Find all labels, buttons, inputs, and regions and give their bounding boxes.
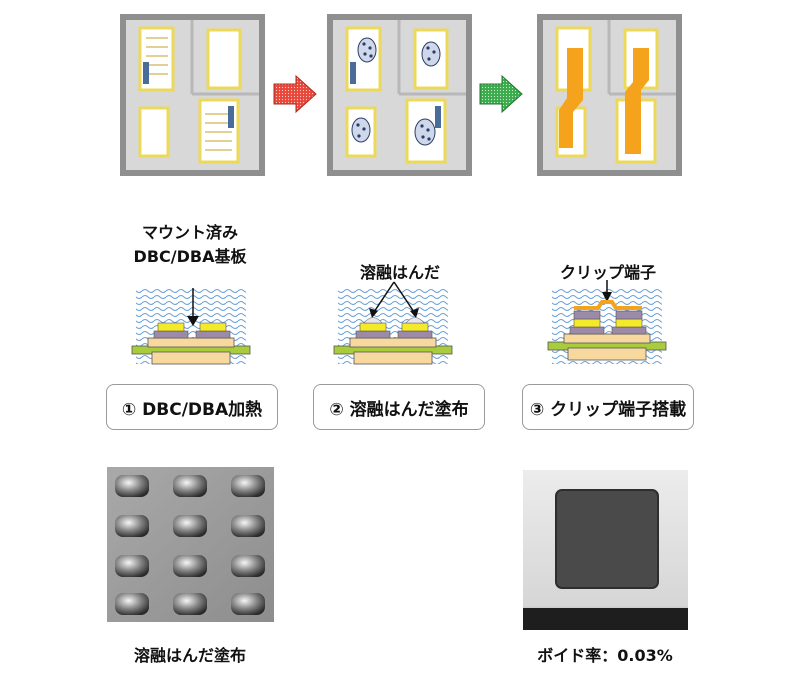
mounted-substrate-label-line1: マウント済み [141, 223, 238, 242]
photo-right-caption: ボイド率：0.03% [537, 646, 673, 665]
process-arrow-green [479, 74, 523, 114]
step-3-box: ③ クリップ端子搭載 [522, 384, 694, 430]
molten-solder-label: 溶融はんだ [359, 263, 440, 282]
cross-section-3 [547, 280, 667, 364]
solder-dispense-photo [107, 467, 274, 622]
substrate-topview-3 [537, 14, 682, 176]
process-arrow-red [273, 74, 317, 114]
substrate-topview-2 [327, 14, 472, 176]
mounted-substrate-label-line2: DBC/DBA基板 [133, 247, 247, 266]
photo-left-caption: 溶融はんだ塗布 [133, 646, 246, 665]
clip-terminal-label: クリップ端子 [559, 263, 656, 282]
substrate-topview-1 [120, 14, 265, 176]
xray-void-photo [523, 470, 688, 630]
step-2-box: ② 溶融はんだ塗布 [313, 384, 485, 430]
cross-section-1 [131, 288, 251, 365]
step-1-box: ① DBC/DBA加熱 [106, 384, 278, 430]
cross-section-2 [333, 281, 453, 365]
